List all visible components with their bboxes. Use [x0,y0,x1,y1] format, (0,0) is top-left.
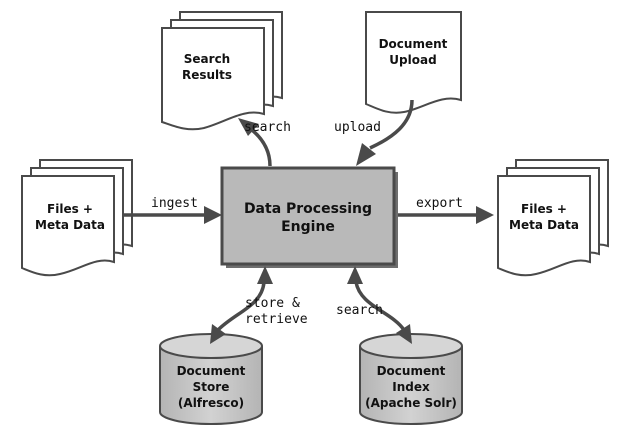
search-bottom-label: search [336,303,383,318]
document-index-cylinder: Document Index (Apache Solr) [359,333,463,425]
search-results-arrow [238,118,272,167]
upload-label: upload [334,120,381,135]
export-arrow [398,206,494,224]
document-store-label-line3: (Alfresco) [178,396,244,410]
search-results-label-line1: Search [184,52,230,66]
files-meta-data-output-stack: Files + Meta Data [497,159,609,277]
document-store-label-line2: Store [193,380,230,394]
engine-label-line1: Data Processing [244,201,372,217]
document-upload-label-line1: Document [379,37,448,51]
ingest-label: ingest [151,196,198,211]
search-results-doc-stack: Search Results [161,11,283,131]
files-meta-data-input-stack: Files + Meta Data [21,159,133,277]
document-index-label-line3: (Apache Solr) [365,396,457,410]
document-index-label-line2: Index [392,380,430,394]
files-in-label-line1: Files + [47,202,93,216]
search-results-label-line2: Results [182,68,232,82]
data-processing-engine: Data Processing Engine [220,166,398,268]
upload-arrow [356,99,414,166]
document-index-label-line1: Document [377,364,446,378]
store-label-line2: retrieve [245,312,308,327]
search-top-label: search [244,120,291,135]
files-out-label-line1: Files + [521,202,567,216]
document-store-label-line1: Document [177,364,246,378]
export-label: export [416,196,463,211]
document-store-cylinder: Document Store (Alfresco) [159,333,263,425]
engine-label-line2: Engine [281,219,335,235]
document-upload-label-line2: Upload [389,53,436,67]
files-in-label-line2: Meta Data [35,218,105,232]
ingest-arrow [124,206,222,224]
store-retrieve-arrow [210,266,273,344]
files-out-label-line2: Meta Data [509,218,579,232]
index-search-arrow [347,266,412,344]
store-label-line1: store & [245,296,300,311]
document-upload-doc: Document Upload [365,11,462,114]
